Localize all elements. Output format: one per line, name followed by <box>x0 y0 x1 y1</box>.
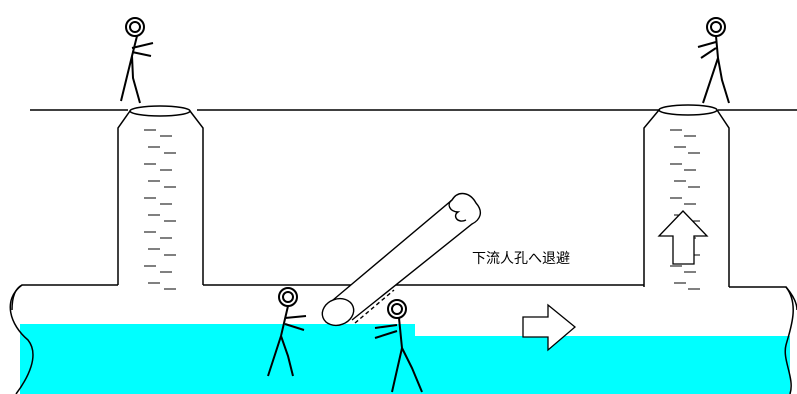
right-manhole-opening <box>658 104 718 116</box>
worker-in-pipe-right <box>374 299 423 393</box>
worker-in-pipe-left <box>267 287 307 377</box>
right-manhole-ladder <box>670 129 700 290</box>
escape-instruction-label: 下流人孔へ退避 <box>472 251 570 267</box>
log-end <box>321 297 355 327</box>
worker-left-surface <box>120 17 154 104</box>
floating-log <box>321 192 482 327</box>
pipe-right-end <box>784 286 794 394</box>
pipe-left-end <box>9 284 34 394</box>
left-manhole-ladder <box>144 129 176 290</box>
left-manhole-opening <box>129 105 191 117</box>
right-arrow-icon <box>522 303 577 352</box>
water-body <box>20 324 415 394</box>
water-body-right <box>415 336 790 394</box>
up-arrow-icon <box>657 210 709 265</box>
left-manhole-shaft <box>117 110 204 285</box>
right-manhole-shaft <box>643 109 730 287</box>
water <box>20 324 790 394</box>
worker-right-surface <box>697 17 730 104</box>
